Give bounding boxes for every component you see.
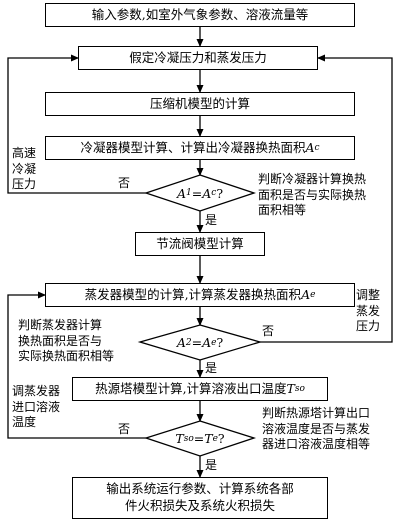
d3-lhs-sub: so <box>183 433 194 444</box>
tower-temp-sub: so <box>294 383 305 394</box>
annotation-adjust-inlet: 调蒸发器 进口溶液 温度 <box>12 384 61 430</box>
evaporator-box-label: 蒸发器模型的计算,计算蒸发器换热面积 <box>84 286 302 302</box>
evaporator-area-var: A <box>301 286 311 302</box>
d3-rhs-sub: e <box>212 433 218 444</box>
condenser-box-label: 冷凝器模型计算、计算出冷凝器换热面积 <box>80 139 306 155</box>
d3-no-label: 否 <box>118 422 131 436</box>
valve-box: 节流阀模型计算 <box>135 232 265 256</box>
loop-adjust-evap <box>260 54 393 343</box>
decision-diamond-1 <box>143 174 257 212</box>
d2-rhs-sub: e <box>211 337 217 348</box>
d1-lhs-sub: 1 <box>186 188 192 198</box>
decision-diamond-3 <box>143 420 257 457</box>
tower-temp-var: T <box>286 380 295 396</box>
d1-lhs: A <box>176 185 187 201</box>
output-box-line2: 件火积损失及系统火积损失 <box>124 498 275 513</box>
annotation-judge-evap: 判断蒸发器计算 换热面积是否与 实际换热面积相等 <box>18 318 115 364</box>
d2-lhs-sub: 2 <box>185 337 192 348</box>
annotation-adjust-condense: 高速 冷凝 压力 <box>12 146 37 192</box>
decision-diamond-2 <box>137 324 263 361</box>
valve-box-label: 节流阀模型计算 <box>156 235 244 251</box>
condenser-area-sub: c <box>314 142 320 153</box>
d1-no-label: 否 <box>118 176 131 190</box>
d3-yes-label: 是 <box>205 458 218 472</box>
d1-rhs-sub: c <box>211 188 217 198</box>
d3-lhs: T <box>175 431 184 446</box>
tower-box-label: 热源塔模型计算,计算溶液出口温度 <box>95 380 287 396</box>
input-box: 输入参数,如室外气象参数、溶液流量等 <box>45 3 355 27</box>
assume-box-label: 假定冷凝压力和蒸发压力 <box>129 49 267 65</box>
d2-yes-label: 是 <box>205 361 218 375</box>
d2-rhs: A <box>202 335 212 350</box>
d1-yes-label: 是 <box>205 213 218 227</box>
compressor-box: 压缩机模型的计算 <box>45 92 355 116</box>
d2-lhs: A <box>176 335 186 350</box>
d3-q: ? <box>217 431 225 446</box>
evaporator-area-sub: e <box>310 289 316 300</box>
d3-rhs: T <box>204 431 213 446</box>
annotation-judge-tower: 判断热源塔计算出口 溶液温度是否与蒸发 器进口溶液温度相等 <box>262 406 371 452</box>
d2-q: ? <box>216 335 224 350</box>
d1-q: ? <box>216 185 224 201</box>
d2-op: = <box>191 335 203 350</box>
condenser-area-var: A <box>305 139 315 155</box>
assume-box: 假定冷凝压力和蒸发压力 <box>78 46 318 70</box>
d2-no-label: 否 <box>262 324 275 338</box>
d3-op: = <box>193 431 205 446</box>
annotation-adjust-evap: 调整 蒸发 压力 <box>356 288 381 334</box>
output-box-line1: 输出系统运行参数、计算系统各部 <box>106 481 294 497</box>
d1-op: = <box>191 185 203 201</box>
input-box-label: 输入参数,如室外气象参数、溶液流量等 <box>91 6 309 22</box>
annotation-judge-condenser: 判断冷凝器计算换热 面积是否与实际换热 面积相等 <box>258 172 367 218</box>
compressor-box-label: 压缩机模型的计算 <box>149 95 250 111</box>
output-box: 输出系统运行参数、计算系统各部 件火积损失及系统火积损失 <box>72 477 328 519</box>
d1-rhs: A <box>202 185 212 201</box>
loop-adjust-condense <box>7 54 146 194</box>
loop-adjust-inlet <box>7 291 146 439</box>
